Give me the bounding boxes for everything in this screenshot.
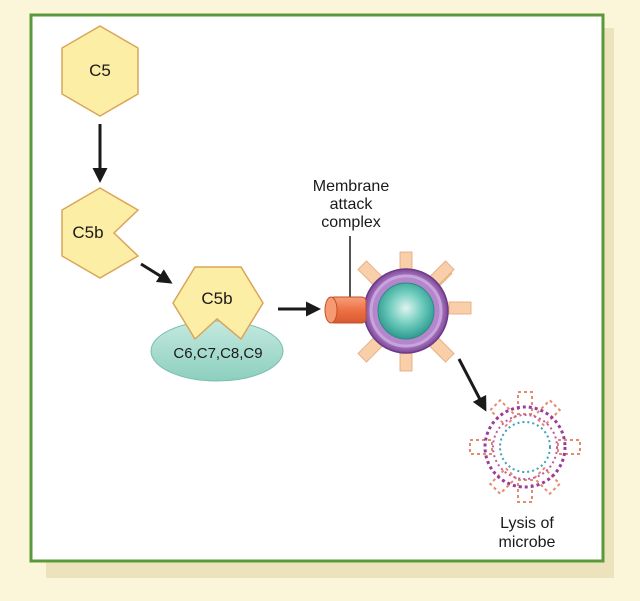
lysed-mid-membrane <box>492 414 558 480</box>
c5-node: C5 <box>61 25 139 117</box>
c6-c9-ellipse <box>150 320 284 382</box>
c5b-c6-c9-complex: C6,C7,C8,C9 C5b <box>150 266 284 382</box>
mac-label-line3: complex <box>321 214 381 231</box>
c5-label: C5 <box>89 61 111 80</box>
c5b-shape <box>61 187 140 279</box>
c5b-complex-shape <box>172 266 264 341</box>
mac-label-line2: attack <box>330 196 374 213</box>
lysed-outer-membrane <box>483 405 567 489</box>
mac-label-line1: Membrane <box>313 178 390 195</box>
lysed-inner-membrane <box>499 421 551 473</box>
lysis-label-line2: microbe <box>499 534 556 551</box>
cell-core <box>377 282 435 340</box>
arrow-c5b-to-complex <box>140 262 173 284</box>
cell-inner-membrane <box>369 274 443 348</box>
c6-c9-label: C6,C7,C8,C9 <box>173 345 262 362</box>
c5-hexagon <box>61 25 139 117</box>
mac-label-group: Membrane attack complex <box>313 178 390 298</box>
microbe-with-mac <box>324 251 472 372</box>
lysis-label-line1: Lysis of <box>500 515 554 532</box>
c5b-node: C5b <box>61 187 140 279</box>
c5b-complex-label: C5b <box>201 289 232 308</box>
c5b-label: C5b <box>72 223 103 242</box>
arrow-mac-to-lysis <box>457 358 487 412</box>
lysed-microbe <box>469 391 581 503</box>
mac-channel <box>324 296 367 324</box>
